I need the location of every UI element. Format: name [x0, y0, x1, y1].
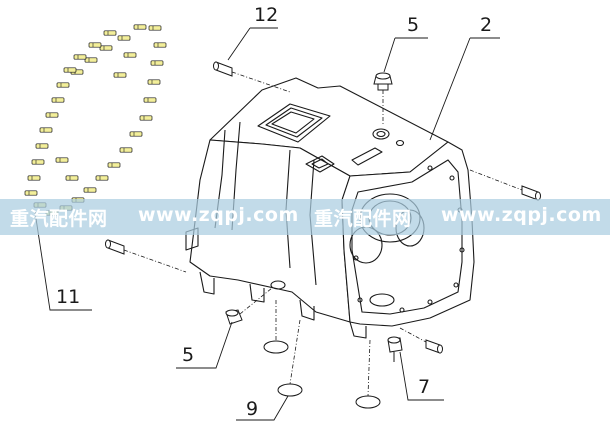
callout-7: 7 [418, 376, 431, 398]
watermark-brand: 重汽配件网 [10, 208, 108, 230]
callout-12: 12 [254, 4, 279, 26]
bolt [83, 187, 97, 193]
bolt [56, 82, 70, 88]
dowel-pin-left [105, 239, 187, 273]
bolt [27, 175, 41, 181]
gasket-set [263, 300, 381, 409]
bolt [119, 147, 133, 153]
bolt [88, 42, 102, 48]
gasket [263, 340, 289, 354]
bolt [129, 131, 143, 137]
callout-5-top: 5 [407, 14, 420, 36]
bolt [133, 24, 147, 30]
bolt [153, 42, 167, 48]
bolt [84, 57, 98, 63]
dowel-pin-bottom-right [399, 327, 443, 354]
watermark-band [0, 199, 610, 235]
bolt [147, 79, 161, 85]
callout-5-bottom: 5 [182, 344, 195, 366]
watermark-brand: 重汽配件网 [314, 208, 412, 230]
callout-11: 11 [56, 286, 81, 308]
breather-plug-top [373, 72, 393, 126]
bolt [99, 45, 113, 51]
bolt [139, 115, 153, 121]
bolt [117, 35, 131, 41]
bolt [150, 60, 164, 66]
watermark-url: www.zqpj.com [138, 204, 299, 226]
dowel-pin-right [469, 169, 541, 201]
bolt [73, 54, 87, 60]
breather-plug-bottom [225, 287, 273, 325]
leader-lines [34, 27, 500, 421]
bolt [103, 30, 117, 36]
bolt [148, 25, 162, 31]
bolt [51, 97, 65, 103]
gasket [277, 383, 303, 397]
bolt [24, 190, 38, 196]
drain-plug [387, 336, 403, 362]
bolt [107, 162, 121, 168]
bolt [95, 175, 109, 181]
bolt [65, 175, 79, 181]
dowel-pin-top [213, 61, 291, 93]
gasket [355, 395, 381, 409]
callout-2: 2 [480, 14, 493, 36]
bolt [39, 127, 53, 133]
bolt [113, 72, 127, 78]
bolt [143, 97, 157, 103]
callout-9: 9 [246, 398, 259, 420]
bolt [31, 159, 45, 165]
bolt [35, 143, 49, 149]
bolt-set [24, 24, 167, 216]
bolt [63, 67, 77, 73]
watermark-url: www.zqpj.com [441, 204, 602, 226]
bolt [123, 52, 137, 58]
bolt [45, 112, 59, 118]
bolt [55, 157, 69, 163]
